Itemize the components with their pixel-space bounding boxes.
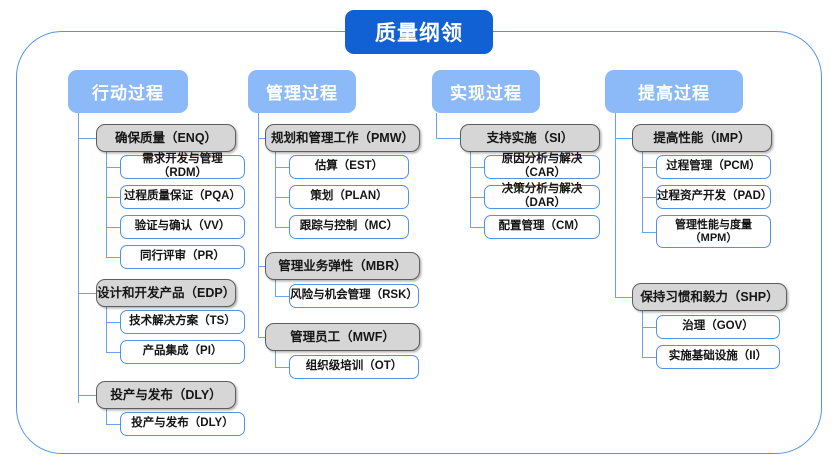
leaf-box-ts[interactable]: 技术解决方案（TS） <box>120 310 245 334</box>
leaf-box-mpm[interactable]: 管理性能与度量 （MPM） <box>656 215 771 248</box>
leaf-box-pqa[interactable]: 过程质量保证（PQA） <box>120 185 245 209</box>
group-box-pmw[interactable]: 规划和管理工作（PMW） <box>265 124 420 152</box>
column-header-4[interactable]: 提高过程 <box>605 70 743 113</box>
group-box-mwf[interactable]: 管理员工（MWF） <box>265 323 420 351</box>
group-box-edp[interactable]: 设计和开发产品（EDP） <box>96 279 236 307</box>
group-box-enq[interactable]: 确保质量（ENQ） <box>96 124 236 152</box>
leaf-box-dar[interactable]: 决策分析与解决（DAR） <box>484 183 600 209</box>
connector-stub-col2-g2 <box>258 266 266 267</box>
connector-stub-mwf-1 <box>275 367 290 368</box>
leaf-box-car[interactable]: 原因分析与解决（CAR） <box>484 153 600 179</box>
group-box-si[interactable]: 支持实施（SI） <box>460 124 600 152</box>
connector-stub-pmw-1 <box>275 167 290 168</box>
connector-stub-col4-g2 <box>615 297 633 298</box>
connector-stub-edp-1 <box>106 322 121 323</box>
connector-stub-col1-g1 <box>78 138 97 139</box>
column-header-2[interactable]: 管理过程 <box>248 70 356 113</box>
connector-stub-col2-g3 <box>258 337 266 338</box>
group-box-shp[interactable]: 保持习惯和毅力（SHP） <box>632 283 787 311</box>
connector-stub-pmw-3 <box>275 227 290 228</box>
connector-stub-enq-3 <box>106 227 121 228</box>
connector-stub-imp-2 <box>642 197 657 198</box>
leaf-box-dly-child[interactable]: 投产与发布（DLY） <box>120 412 245 436</box>
connector-stub-col1-g2 <box>78 293 97 294</box>
connector-trunk-dly <box>106 409 107 424</box>
connector-trunk-enq <box>106 152 107 257</box>
connector-trunk-imp <box>642 152 643 232</box>
leaf-box-mc[interactable]: 跟踪与控制（MC） <box>289 215 409 239</box>
connector-trunk-si <box>470 152 471 227</box>
connector-trunk-col2 <box>258 113 259 338</box>
connector-stub-imp-3 <box>642 232 657 233</box>
connector-stub-si-1 <box>470 167 485 168</box>
connector-stub-edp-2 <box>106 352 121 353</box>
leaf-box-pcm[interactable]: 过程管理（PCM） <box>656 155 771 179</box>
connector-stub-col4-g1 <box>615 138 633 139</box>
connector-stub-enq-4 <box>106 257 121 258</box>
leaf-box-pad[interactable]: 过程资产开发（PAD） <box>656 185 772 209</box>
connector-stub-shp-2 <box>642 357 657 358</box>
connector-trunk-col1 <box>78 113 79 403</box>
leaf-box-vv[interactable]: 验证与确认（VV） <box>120 215 245 239</box>
group-box-dly[interactable]: 投产与发布（DLY） <box>96 381 236 409</box>
connector-trunk-pmw <box>275 152 276 227</box>
connector-stub-enq-2 <box>106 197 121 198</box>
connector-trunk-mwf <box>275 351 276 367</box>
connector-stub-si-2 <box>470 197 485 198</box>
leaf-box-cm[interactable]: 配置管理（CM） <box>484 215 600 239</box>
leaf-box-ii[interactable]: 实施基础设施（II） <box>656 345 780 369</box>
connector-trunk-edp <box>106 307 107 352</box>
connector-stub-enq-1 <box>106 167 121 168</box>
connector-trunk-col4 <box>615 113 616 298</box>
connector-stub-si-3 <box>470 227 485 228</box>
connector-stub-pmw-2 <box>275 197 290 198</box>
connector-stub-col2-g1 <box>258 138 266 139</box>
leaf-box-ot[interactable]: 组织级培训（OT） <box>289 355 419 379</box>
connector-stub-shp-1 <box>642 327 657 328</box>
connector-stub-imp-1 <box>642 167 657 168</box>
root-title-box: 质量纲领 <box>345 10 493 54</box>
connector-trunk-mbr <box>275 280 276 296</box>
connector-stub-mbr-1 <box>275 296 290 297</box>
leaf-box-est[interactable]: 估算（EST） <box>289 155 409 179</box>
leaf-box-plan[interactable]: 策划（PLAN） <box>289 185 409 209</box>
column-header-1[interactable]: 行动过程 <box>68 70 188 113</box>
leaf-box-pi[interactable]: 产品集成（PI） <box>120 340 245 364</box>
group-box-mbr[interactable]: 管理业务弹性（MBR） <box>265 252 420 280</box>
connector-stub-col3-g1 <box>436 138 461 139</box>
column-header-3[interactable]: 实现过程 <box>432 70 540 113</box>
connector-stub-col1-g3 <box>78 395 97 396</box>
leaf-box-pr[interactable]: 同行评审（PR） <box>120 245 245 269</box>
group-box-imp[interactable]: 提高性能（IMP） <box>632 124 772 152</box>
connector-stub-dly-1 <box>106 424 121 425</box>
connector-trunk-col3 <box>436 113 437 138</box>
leaf-box-gov[interactable]: 治理（GOV） <box>656 315 780 339</box>
leaf-box-rsk[interactable]: 风险与机会管理（RSK） <box>289 284 419 308</box>
connector-trunk-shp <box>642 311 643 357</box>
leaf-box-rdm[interactable]: 需求开发与管理（RDM） <box>120 153 245 179</box>
